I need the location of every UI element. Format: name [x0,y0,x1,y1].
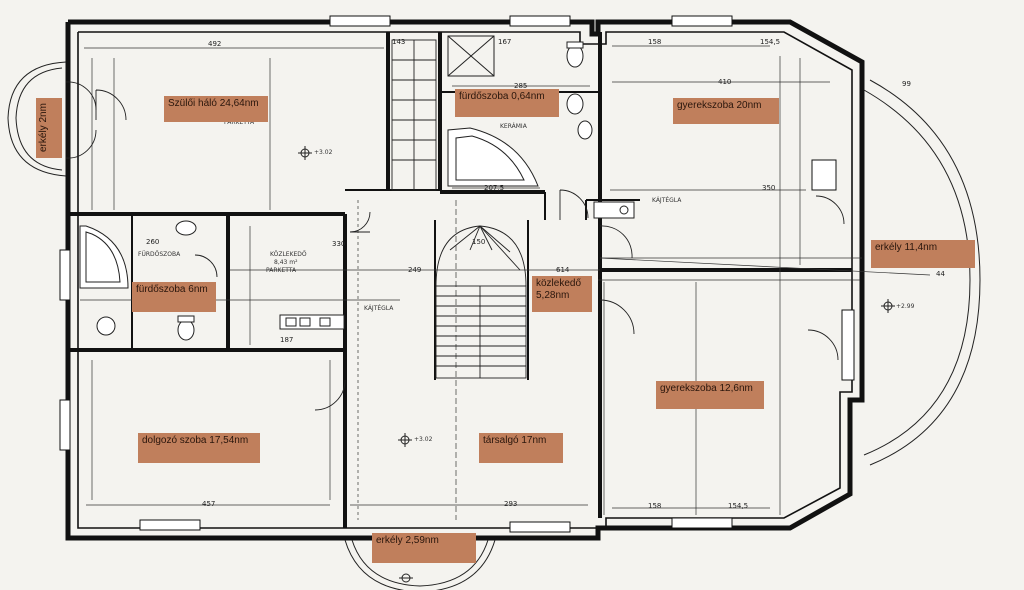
room-label-szuloi-halo: Szülői háló 24,64nm [164,96,268,122]
door-swings [65,81,845,411]
dim-614: 614 [556,266,570,274]
bathtubs [79,127,539,289]
dim-293: 293 [504,500,517,508]
staircase [391,39,527,379]
dim-167: 167 [498,38,511,46]
dim-154-5-top: 154,5 [760,38,780,46]
dim-207-5: 207,5 [484,184,504,192]
floor-text-keramia-bath: KERÁMIA [500,123,528,130]
dim-457: 457 [202,500,215,508]
sanitary-fixtures [96,41,635,341]
outer-walls-inner [77,31,853,529]
dim-492: 492 [208,40,221,48]
dim-99: 99 [902,80,911,88]
dim-154-5-bottom: 154,5 [728,502,748,510]
floor-text-kozlekedo: KÖZLEKEDŐ [270,251,307,258]
dim-143: 143 [392,38,405,46]
dim-410: 410 [718,78,731,86]
windows [59,15,855,533]
counters [279,314,345,330]
dim-158-top: 158 [648,38,661,46]
room-label-furdoszoba-upper: fürdőszoba 0,64nm [455,89,559,117]
room-label-erkely-11: erkély 11,4nm [871,240,975,268]
dim-158-bottom: 158 [648,502,661,510]
dimension-texts: 492 143 167 285 207,5 158 154,5 410 350 … [146,38,945,510]
floor-text-parketta-hall: PARKETTA [266,267,297,274]
level-text-302-top: +3.02 [314,149,333,156]
floor-text-area: 8,43 m² [274,259,298,266]
floor-text-parketta-bedroom: PARKETTA [224,119,255,126]
room-label-erkely-2-59: erkély 2,59nm [372,533,476,563]
room-label-erkely-2: erkély 2nm [36,98,62,158]
floor-text-kajtegla-left: KÁJTÉGLA [364,304,394,312]
room-label-tarsalgo: társalgó 17nm [479,433,563,463]
floor-text-furdoszoba: FÜRDŐSZOBA [138,251,181,258]
dimension-lines [80,45,931,520]
room-label-dolgozo: dolgozó szoba 17,54nm [138,433,260,463]
dim-249: 249 [408,266,421,274]
room-label-gyerekszoba-12: gyerekszoba 12,6nm [656,381,764,409]
dim-260: 260 [146,238,159,246]
balcony-outlines [7,61,981,590]
dim-150: 150 [472,238,485,246]
level-text-299: +2.99 [896,303,915,310]
dim-350: 350 [762,184,775,192]
level-markers [298,146,895,583]
dim-330: 330 [332,240,345,248]
level-text-302-bottom: +3.02 [414,436,433,443]
outer-walls [65,19,865,541]
room-label-kozlekedo: közlekedő 5,28nm [532,276,592,312]
dim-285: 285 [514,82,527,90]
shower-tray [447,35,495,77]
dim-44: 44 [936,270,945,278]
floor-type-texts: PARKETTA KERÁMIA KÖZLEKEDŐ 8,43 m² PARKE… [138,119,915,443]
room-label-gyerekszoba-20: gyerekszoba 20nm [673,98,779,124]
room-label-furdoszoba-6: fürdőszoba 6nm [132,282,216,312]
floor-text-kajtegla-right: KÁJTÉGLA [652,196,682,204]
dim-187: 187 [280,336,293,344]
